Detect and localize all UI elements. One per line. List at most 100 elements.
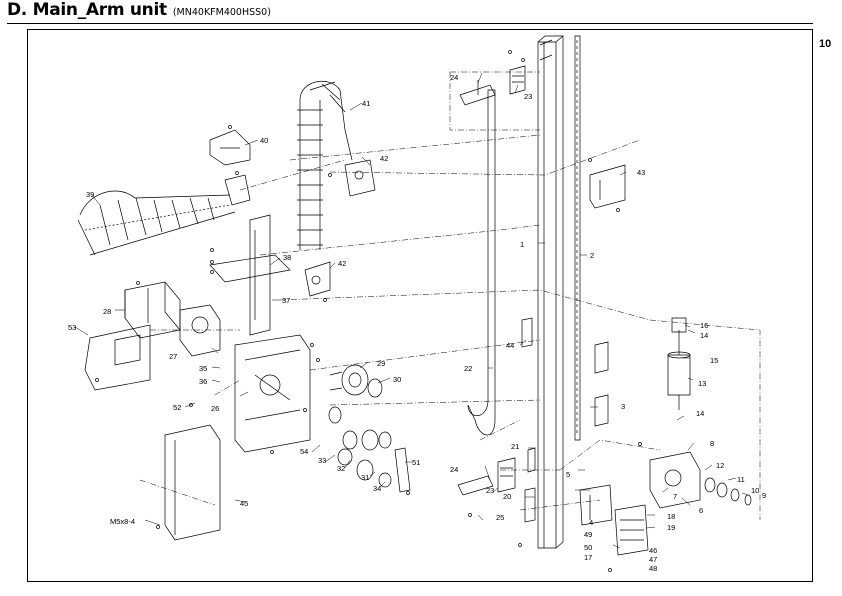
callout-24-b: 24 bbox=[450, 465, 458, 474]
callout-20: 20 bbox=[503, 492, 511, 501]
clamp-23-top bbox=[509, 65, 526, 95]
callout-34: 34 bbox=[373, 484, 381, 493]
pneumatic-cylinder bbox=[667, 317, 691, 410]
callout-45: 45 bbox=[240, 499, 248, 508]
bracket-40 bbox=[209, 129, 251, 166]
callout-23-b: 23 bbox=[486, 486, 494, 495]
timing-belt bbox=[467, 89, 496, 436]
mount-42-lower bbox=[304, 261, 331, 297]
drawing-frame bbox=[27, 29, 813, 582]
callout-6: 6 bbox=[699, 506, 703, 515]
callout-5: 5 bbox=[566, 470, 570, 479]
base-plate bbox=[234, 334, 311, 453]
bearing bbox=[367, 378, 383, 398]
bearing-housing bbox=[649, 451, 701, 509]
page-header: D. Main_Arm unit (MN40KFM400HSS0) bbox=[7, 0, 271, 22]
block-group bbox=[614, 504, 649, 556]
bracket-24-top bbox=[459, 80, 496, 106]
tension-bar bbox=[394, 447, 411, 493]
slider-block-upper bbox=[594, 341, 609, 374]
callout-9: 9 bbox=[762, 491, 766, 500]
page-title: D. Main_Arm unit bbox=[7, 0, 167, 20]
callout-43: 43 bbox=[637, 168, 645, 177]
callout-10: 10 bbox=[751, 486, 759, 495]
callout-14: 14 bbox=[700, 331, 708, 340]
callout-21: 21 bbox=[511, 442, 519, 451]
callout-15: 15 bbox=[710, 356, 718, 365]
idler-shaft-parts bbox=[328, 406, 392, 488]
bracket-43 bbox=[589, 164, 626, 209]
callout-2: 2 bbox=[590, 251, 594, 260]
arm-column bbox=[537, 35, 564, 549]
callout-22: 22 bbox=[464, 364, 472, 373]
gear-reducer bbox=[179, 304, 221, 357]
mount-42-upper bbox=[344, 159, 376, 197]
callout-17: 17 bbox=[584, 553, 592, 562]
plate-38 bbox=[209, 254, 291, 283]
callout-51: 51 bbox=[412, 458, 420, 467]
callout-13: 13 bbox=[698, 379, 706, 388]
servo-motor bbox=[124, 281, 181, 339]
callout-50: 50 bbox=[584, 543, 592, 552]
callout-28: 28 bbox=[103, 307, 111, 316]
pulley bbox=[329, 364, 369, 396]
part-callouts: 1 2 3 4 5 6 7 8 9 10 11 12 13 14 14 15 1… bbox=[68, 73, 766, 573]
cable-chain-diagonal bbox=[77, 190, 236, 256]
callout-38: 38 bbox=[283, 253, 291, 262]
motor-cover bbox=[84, 324, 151, 391]
callout-29: 29 bbox=[377, 359, 385, 368]
callout-36: 36 bbox=[199, 377, 207, 386]
callout-32: 32 bbox=[337, 464, 345, 473]
callout-1: 1 bbox=[520, 240, 524, 249]
plate-20 bbox=[524, 487, 536, 523]
callout-31: 31 bbox=[361, 473, 369, 482]
callout-8: 8 bbox=[710, 439, 714, 448]
callout-24: 24 bbox=[450, 73, 458, 82]
callout-3: 3 bbox=[621, 402, 625, 411]
screws bbox=[95, 50, 642, 572]
bracket-44 bbox=[521, 317, 533, 348]
callout-49: 49 bbox=[584, 530, 592, 539]
callout-18: 18 bbox=[667, 512, 675, 521]
callout-44: 44 bbox=[506, 341, 514, 350]
callout-16: 16 bbox=[700, 321, 708, 330]
leader-lines bbox=[74, 72, 749, 549]
clamp-23-bottom bbox=[497, 457, 516, 493]
callout-25: 25 bbox=[496, 513, 504, 522]
callout-41: 41 bbox=[362, 99, 370, 108]
callout-54: 54 bbox=[300, 447, 308, 456]
bracket-lower-40 bbox=[224, 174, 251, 206]
callout-11: 11 bbox=[737, 475, 745, 484]
callout-52: 52 bbox=[173, 403, 181, 412]
callout-12: 12 bbox=[716, 461, 724, 470]
callout-7: 7 bbox=[673, 492, 677, 501]
callout-42-b: 42 bbox=[338, 259, 346, 268]
plate-37 bbox=[249, 214, 271, 336]
callout-14-b: 14 bbox=[696, 409, 704, 418]
bracket-24-bottom bbox=[457, 475, 494, 496]
model-number: (MN40KFM400HSS0) bbox=[172, 7, 271, 18]
callout-53: 53 bbox=[68, 323, 76, 332]
note-m5x8: M5x8-4 bbox=[110, 517, 135, 526]
callout-39: 39 bbox=[86, 190, 94, 199]
callout-27: 27 bbox=[169, 352, 177, 361]
callout-4: 4 bbox=[589, 518, 593, 527]
callout-37: 37 bbox=[282, 296, 290, 305]
callout-30: 30 bbox=[393, 375, 401, 384]
callout-40: 40 bbox=[260, 136, 268, 145]
callout-46: 46 bbox=[649, 546, 657, 555]
callout-42: 42 bbox=[380, 154, 388, 163]
arm-cover bbox=[164, 424, 221, 541]
callout-33: 33 bbox=[318, 456, 326, 465]
cable-chain-vertical bbox=[297, 81, 353, 250]
bracket-4 bbox=[579, 484, 613, 526]
callout-35: 35 bbox=[199, 364, 207, 373]
assembly-guide-lines bbox=[139, 71, 761, 520]
callout-48: 48 bbox=[649, 564, 657, 573]
plate-21 bbox=[527, 447, 536, 473]
slider-block-lower bbox=[594, 394, 609, 427]
callout-23: 23 bbox=[524, 92, 532, 101]
page-number: 10 bbox=[819, 38, 832, 50]
linear-rail bbox=[574, 35, 581, 441]
